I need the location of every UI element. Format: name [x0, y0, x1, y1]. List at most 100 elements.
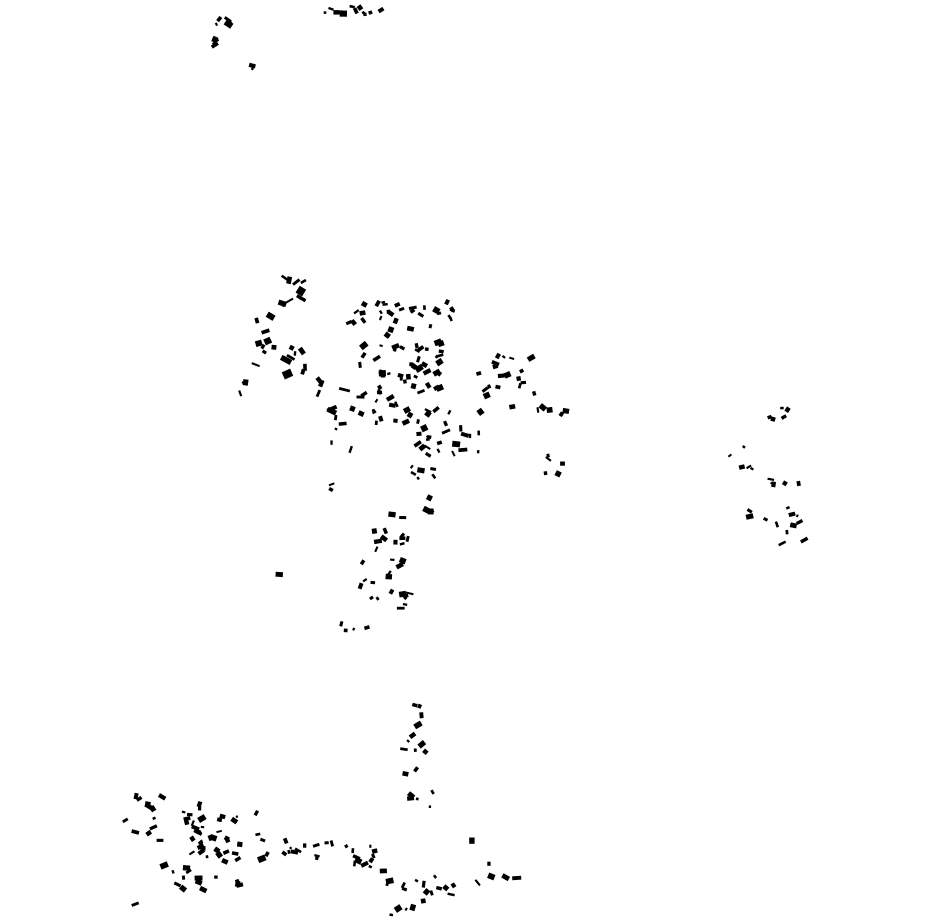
building-footprint [261, 328, 270, 335]
building-footprint [785, 505, 791, 510]
building-footprint [476, 450, 480, 454]
building-footprint [296, 294, 307, 303]
building-footprint [368, 864, 373, 869]
building-footprint [494, 352, 502, 360]
building-footprint [476, 407, 485, 417]
building-footprint [293, 351, 297, 356]
building-footprint [358, 361, 362, 368]
building-footprint [300, 278, 307, 285]
building-footprint [417, 311, 425, 318]
building-footprint [255, 832, 261, 837]
building-footprint [372, 410, 377, 415]
building-footprint [378, 315, 383, 321]
building-footprint [379, 868, 387, 874]
building-footprint [362, 578, 368, 583]
building-footprint [185, 868, 192, 875]
building-footprint [449, 316, 453, 322]
building-footprint [399, 542, 405, 546]
building-footprint [375, 596, 380, 601]
building-footprint [360, 860, 369, 868]
building-footprint [368, 857, 375, 864]
building-footprint [402, 602, 408, 607]
building-footprint [385, 877, 394, 885]
building-footprint [191, 824, 200, 832]
building-footprint [508, 404, 516, 410]
building-footprint [399, 345, 406, 351]
building-footprint [370, 853, 376, 859]
building-footprint [356, 4, 364, 12]
building-footprint [333, 414, 338, 421]
building-footprint [350, 318, 357, 326]
building-footprint [444, 298, 450, 306]
building-footprint [386, 372, 391, 376]
building-footprint [405, 535, 410, 543]
building-footprint [497, 373, 505, 379]
building-footprint [409, 308, 416, 314]
building-footprint [383, 331, 392, 339]
building-footprint [424, 451, 432, 458]
building-footprint [360, 351, 367, 359]
building-footprint [200, 846, 206, 851]
building-footprint [416, 467, 425, 474]
building-footprint [441, 428, 451, 435]
building-footprint [297, 346, 306, 356]
building-footprint [727, 453, 733, 458]
building-footprint [406, 791, 416, 800]
building-footprint [328, 6, 334, 11]
building-footprint [353, 309, 360, 315]
building-footprint [406, 325, 415, 332]
building-footprint [738, 464, 746, 470]
building-footprint [223, 19, 234, 29]
building-footprint [388, 511, 396, 518]
building-footprint [413, 440, 422, 448]
building-footprint [354, 856, 363, 865]
building-footprint [425, 494, 433, 502]
building-footprint [370, 580, 376, 585]
building-footprint [279, 354, 293, 365]
building-footprint [281, 850, 288, 857]
building-footprint [241, 381, 246, 384]
building-footprint [403, 593, 409, 599]
building-footprint [197, 814, 207, 823]
building-footprint [554, 470, 562, 478]
building-footprint [388, 588, 395, 595]
building-footprint [400, 747, 408, 752]
building-footprint [324, 841, 329, 845]
building-footprint [416, 388, 426, 395]
building-footprint [360, 300, 368, 308]
building-footprint [149, 824, 158, 831]
building-footprint [256, 854, 267, 864]
building-footprint [450, 882, 457, 889]
building-footprint [205, 855, 209, 859]
building-footprint [371, 848, 378, 854]
building-footprint [173, 881, 182, 888]
building-footprint [402, 379, 407, 384]
building-footprint [314, 854, 320, 858]
building-footprint [288, 344, 295, 351]
building-footprint [487, 861, 491, 866]
building-footprint [379, 534, 389, 543]
building-footprint [374, 420, 378, 426]
building-footprint [211, 35, 219, 44]
building-footprint [430, 467, 437, 471]
building-footprint [431, 473, 437, 480]
building-footprint [393, 418, 398, 423]
building-footprint [389, 558, 395, 562]
building-footprint [560, 461, 565, 466]
building-footprint [373, 538, 383, 545]
building-footprint [250, 64, 255, 71]
building-footprint [429, 510, 435, 515]
building-footprint [339, 10, 348, 17]
building-footprint [219, 813, 226, 820]
building-footprint [348, 445, 353, 454]
building-footprint [374, 299, 381, 308]
building-footprint [460, 431, 470, 438]
building-footprint [394, 401, 399, 408]
building-footprint [374, 398, 379, 403]
building-footprint [405, 591, 414, 596]
building-footprint [152, 816, 157, 821]
building-footprint [378, 415, 384, 422]
building-footprint [189, 835, 196, 842]
building-footprint [396, 606, 405, 610]
